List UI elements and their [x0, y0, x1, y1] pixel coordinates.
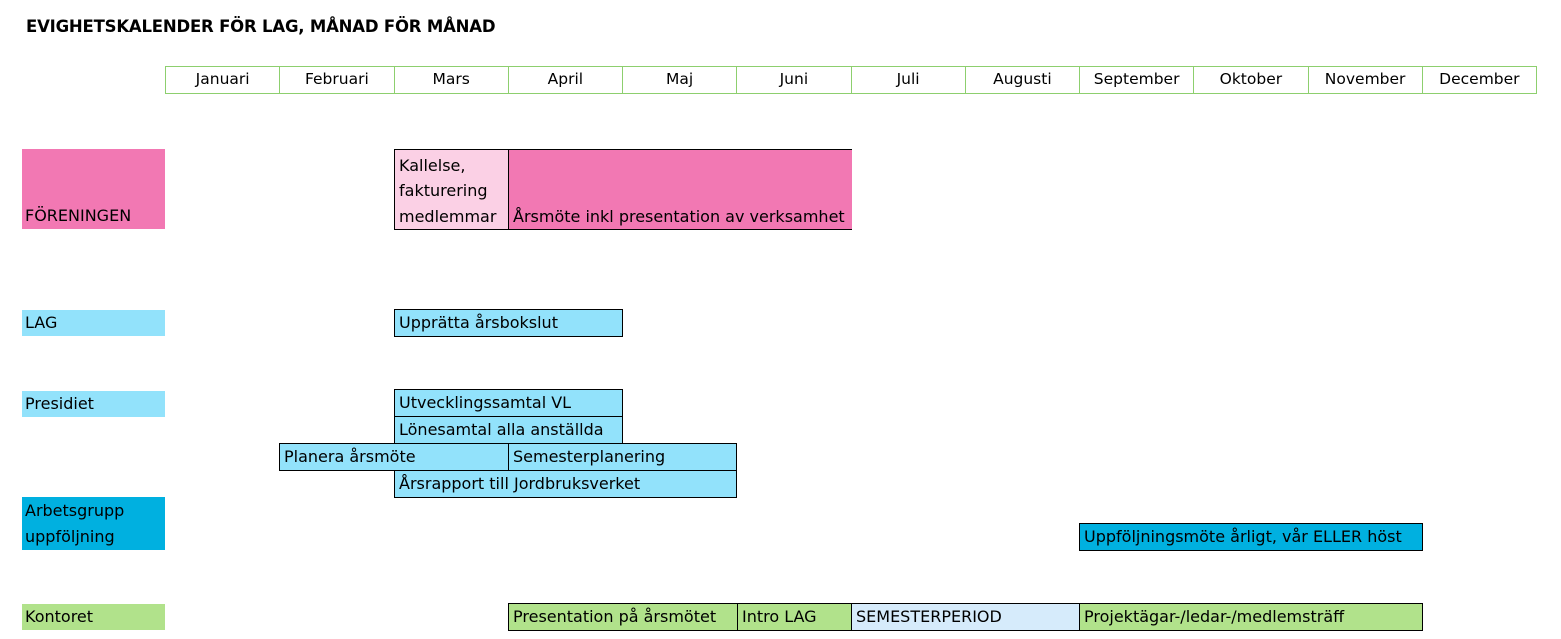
task-intro-lag: Intro LAG — [737, 603, 852, 631]
task-arsbokslut: Upprätta årsbokslut — [394, 309, 623, 337]
month-november: November — [1309, 67, 1423, 93]
task-uppfoljningsmote: Uppföljningsmöte årligt, vår ELLER höst — [1079, 523, 1423, 551]
month-april: April — [509, 67, 623, 93]
row-label-presidiet: Presidiet — [22, 391, 165, 417]
task-utvecklingssamtal: Utvecklingssamtal VL — [394, 389, 623, 417]
row-label-kontoret: Kontoret — [22, 604, 165, 630]
task-planera-arsmote: Planera årsmöte — [279, 443, 509, 471]
task-kallelse: Kallelse, fakturering medlemmar — [394, 149, 509, 230]
month-header-row: Januari Februari Mars April Maj Juni Jul… — [165, 66, 1537, 94]
task-semesterplanering: Semesterplanering — [508, 443, 737, 471]
month-october: Oktober — [1194, 67, 1309, 93]
month-august: Augusti — [966, 67, 1080, 93]
month-may: Maj — [623, 67, 738, 93]
row-label-foreningen: FÖRENINGEN — [22, 149, 165, 229]
task-arsrapport: Årsrapport till Jordbruksverket — [394, 470, 737, 498]
row-label-arbetsgrupp: Arbetsgrupp uppföljning — [22, 497, 165, 550]
task-lonesamtal: Lönesamtal alla anställda — [394, 416, 623, 444]
task-projekttraff: Projektägar-/ledar-/medlemsträff — [1079, 603, 1423, 631]
task-arsmote: Årsmöte inkl presentation av verksamhet — [508, 149, 852, 230]
month-june: Juni — [737, 67, 852, 93]
month-december: December — [1439, 70, 1520, 88]
task-semesterperiod: SEMESTERPERIOD — [851, 603, 1080, 631]
month-september: September — [1080, 67, 1195, 93]
month-july: Juli — [852, 67, 966, 93]
month-january: Januari — [166, 67, 281, 93]
task-presentation-arsmotet: Presentation på årsmötet — [508, 603, 738, 631]
page-title: EVIGHETSKALENDER FÖR LAG, MÅNAD FÖR MÅNA… — [26, 17, 496, 36]
month-march: Mars — [395, 67, 509, 93]
row-label-lag: LAG — [22, 310, 165, 336]
month-february: Februari — [280, 67, 395, 93]
